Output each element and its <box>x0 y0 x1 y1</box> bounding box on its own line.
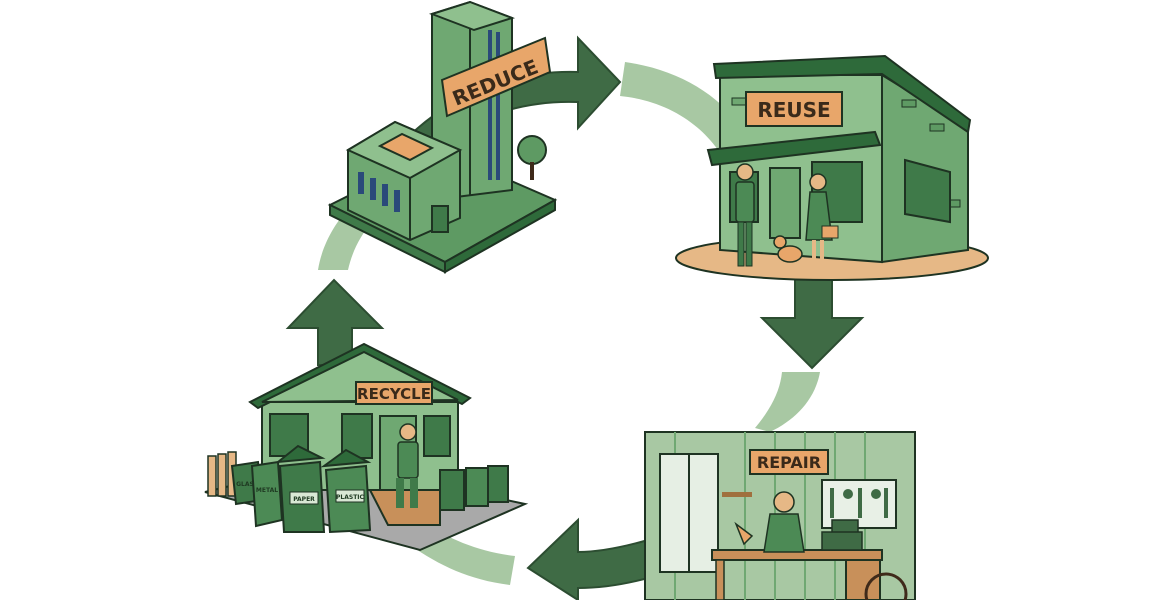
recycle-sign: RECYCLE <box>355 381 433 405</box>
bin-metal: METAL <box>250 460 284 528</box>
bin-metal-label: METAL <box>256 487 278 494</box>
recycle-label: RECYCLE <box>357 385 431 403</box>
dog <box>773 235 803 263</box>
arrow-reuse-tail <box>620 62 748 150</box>
small-bins <box>439 465 509 511</box>
repair-sign: REPAIR <box>749 449 829 475</box>
recycle-center: RECYCLE GLASS METAL PAPER PLASTI <box>204 342 529 552</box>
reuse-label: REUSE <box>757 98 830 122</box>
repair-worker <box>763 491 805 553</box>
bin-plastic: PLASTIC <box>320 448 372 534</box>
arrow-repair-to-recycle <box>526 517 657 600</box>
shopper-woman <box>805 173 839 266</box>
shopper-man <box>735 163 755 267</box>
reuse-sign: REUSE <box>745 91 843 127</box>
arrow-repair-tail <box>755 372 820 432</box>
repair-label: REPAIR <box>757 453 821 472</box>
repair-workshop: REPAIR <box>644 431 916 600</box>
bin-glass-label: GLASS <box>236 481 258 488</box>
bin-plastic-label: PLASTIC <box>336 494 365 501</box>
bin-paper-label: PAPER <box>293 496 315 503</box>
arrow-reuse-to-repair <box>759 274 865 370</box>
recycle-worker <box>396 423 419 508</box>
bin-paper: PAPER <box>274 444 326 533</box>
reduce-building: REDUCE <box>327 0 558 274</box>
reuse-shop: REUSE <box>675 54 989 281</box>
